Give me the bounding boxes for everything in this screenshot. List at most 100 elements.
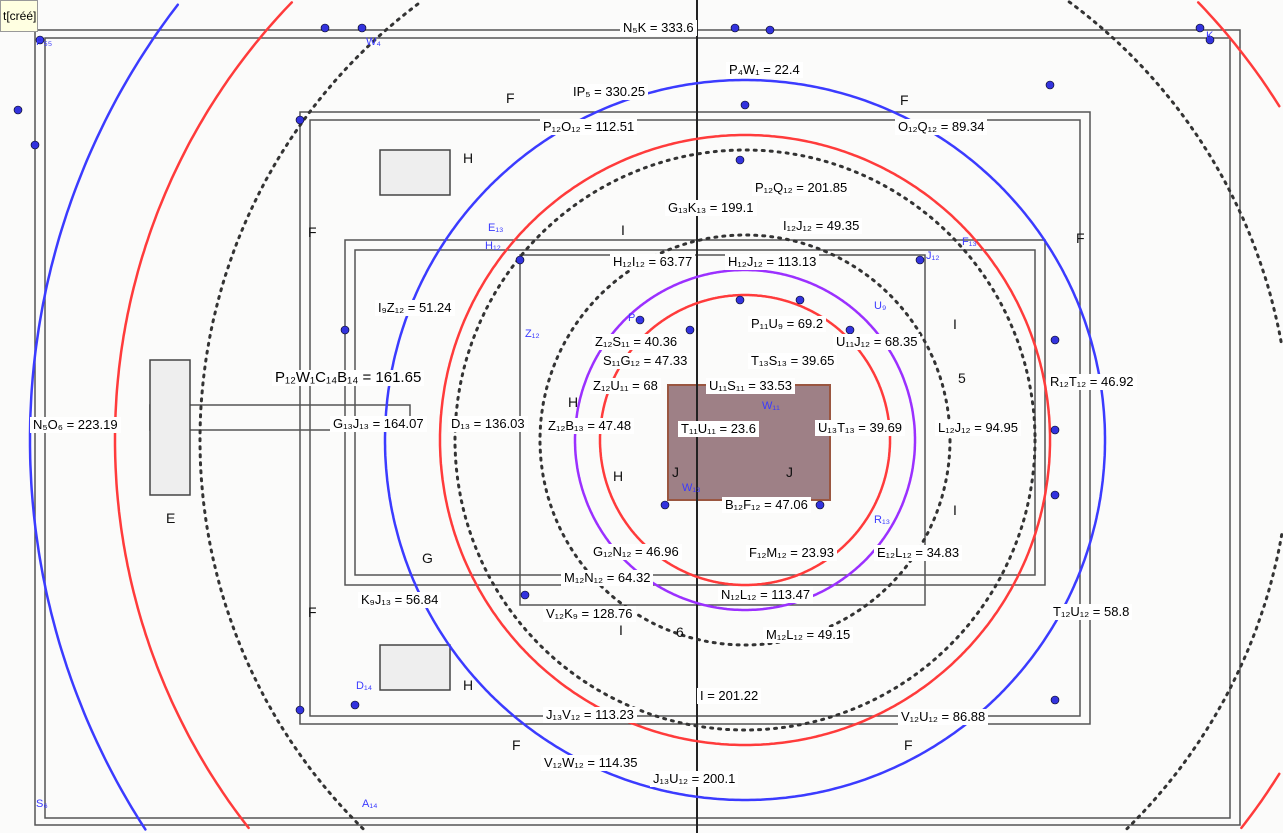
measurement-label[interactable]: V₁₂W₁₂ = 114.35	[541, 755, 641, 771]
measurement-label[interactable]: P₁₂W₁C₁₄B₁₄ = 161.65	[272, 370, 425, 386]
plan-building	[149, 359, 191, 496]
point-label[interactable]: S₆	[36, 798, 48, 810]
plan-building	[379, 149, 451, 196]
point	[685, 325, 695, 335]
measurement-label[interactable]: F₁₂M₁₂ = 23.93	[746, 545, 837, 561]
measurement-label[interactable]: H₁₂J₁₂ = 113.13	[725, 254, 820, 270]
point-label[interactable]: F₁₃	[962, 236, 977, 248]
measurement-label[interactable]: D₁₃ = 136.03	[448, 416, 528, 432]
measurement-label[interactable]: N₅K = 333.6	[620, 20, 697, 36]
measurement-label[interactable]: Z₁₂U₁₁ = 68	[590, 378, 661, 394]
region-label: I	[953, 502, 957, 518]
point	[30, 140, 40, 150]
point-label[interactable]: U₉	[874, 300, 887, 312]
measurement-label[interactable]: Z₁₂S₁₁ = 40.36	[592, 334, 681, 350]
region-label: J	[672, 464, 679, 480]
measurement-label[interactable]: J₁₃V₁₂ = 113.23	[543, 707, 637, 723]
point	[35, 35, 45, 45]
measurement-label[interactable]: B₁₂F₁₂ = 47.06	[722, 497, 811, 513]
point	[340, 325, 350, 335]
region-label: F	[904, 737, 913, 753]
measurement-label[interactable]: E₁₂L₁₂ = 34.83	[874, 545, 963, 561]
point	[320, 23, 330, 33]
construction-circle	[538, 233, 952, 647]
measurement-label[interactable]: IP₅ = 330.25	[570, 84, 649, 100]
measurement-label[interactable]: U₁₁S₁₁ = 33.53	[706, 378, 795, 394]
measurement-label[interactable]: P₁₂Q₁₂ = 201.85	[752, 180, 851, 196]
construction-circle	[1067, 0, 1283, 347]
point-label[interactable]: R₁₃	[874, 514, 891, 526]
measurement-label[interactable]: I₉Z₁₂ = 51.24	[375, 300, 455, 316]
region-label: F	[308, 604, 317, 620]
point	[1195, 23, 1205, 33]
measurement-label[interactable]: H₁₂I₁₂ = 63.77	[610, 254, 696, 270]
measurement-label[interactable]: V₁₂U₁₂ = 86.88	[898, 709, 989, 725]
region-label: H	[613, 468, 624, 484]
measurement-label[interactable]: G₁₃K₁₃ = 199.1	[665, 200, 757, 216]
plan-outline	[344, 239, 1046, 586]
construction-circle	[1240, 772, 1281, 830]
measurement-label[interactable]: U₁₃T₁₃ = 39.69	[815, 420, 906, 436]
measurement-label[interactable]: M₁₂L₁₂ = 49.15	[763, 627, 854, 643]
point	[295, 705, 305, 715]
measurement-label[interactable]: V₁₂K₉ = 128.76	[543, 606, 636, 622]
measurement-label[interactable]: G₁₂N₁₂ = 46.96	[590, 544, 682, 560]
measurement-label[interactable]: S₁₁G₁₂ = 47.33	[600, 353, 691, 369]
point-label[interactable]: E₁₃	[488, 222, 504, 234]
measurement-label[interactable]: P₄W₁ = 22.4	[726, 62, 803, 78]
measurement-label[interactable]: O₁₂Q₁₂ = 89.34	[895, 119, 988, 135]
measurement-label[interactable]: N₁₂L₁₂ = 113.47	[718, 587, 814, 603]
point	[1045, 80, 1055, 90]
point	[735, 155, 745, 165]
plan-building	[379, 644, 451, 691]
measurement-label[interactable]: I = 201.22	[697, 688, 762, 704]
point	[1050, 335, 1060, 345]
measurement-label[interactable]: K₉J₁₃ = 56.84	[358, 592, 442, 608]
measurement-label[interactable]: T₁₂U₁₂ = 58.8	[1050, 604, 1133, 620]
point-label[interactable]: J₁₂	[926, 250, 940, 262]
region-label: J	[786, 464, 793, 480]
measurement-label[interactable]: R₁₂T₁₂ = 46.92	[1047, 374, 1137, 390]
measurement-label[interactable]: G₁₃J₁₃ = 164.07	[330, 416, 427, 432]
measurement-label[interactable]: J₁₃U₁₂ = 200.1	[650, 771, 739, 787]
point	[520, 590, 530, 600]
measurement-label[interactable]: I₁₂J₁₂ = 49.35	[780, 218, 863, 234]
measurement-label[interactable]: U₁₁J₁₂ = 68.35	[833, 334, 921, 350]
point-label[interactable]: H₁₂	[485, 240, 501, 252]
construction-circle	[28, 3, 180, 831]
measurement-label[interactable]: P₁₂O₁₂ = 112.51	[540, 119, 638, 135]
point	[1050, 695, 1060, 705]
point	[735, 295, 745, 305]
measurement-label[interactable]: M₁₂N₁₂ = 64.32	[561, 570, 654, 586]
point	[1050, 490, 1060, 500]
point-label[interactable]: P₅₅	[36, 36, 53, 48]
point-label[interactable]: W₁₁	[762, 400, 780, 412]
point-label[interactable]: Z₁₂	[525, 328, 540, 340]
region-label: H	[463, 150, 474, 166]
point	[845, 325, 855, 335]
point-label[interactable]: W₁₃	[682, 482, 701, 494]
region-label: H	[463, 677, 474, 693]
construction-circle	[1125, 533, 1283, 831]
measurement-label[interactable]: T₁₁U₁₁ = 23.6	[678, 421, 759, 437]
construction-circle	[438, 133, 1052, 747]
point-label[interactable]: A₁₄	[362, 798, 378, 810]
region-label: E	[166, 510, 176, 526]
point-label[interactable]: D₁₄	[356, 680, 373, 692]
measurement-label[interactable]: Z₁₂B₁₃ = 47.48	[545, 418, 635, 434]
point-label[interactable]: P₁₁	[628, 312, 643, 324]
region-label: I	[953, 316, 957, 332]
measurement-label[interactable]: P₁₁U₉ = 69.2	[748, 316, 827, 332]
measurement-label[interactable]: N₅O₆ = 223.19	[30, 417, 121, 433]
measurement-label[interactable]: L₁₂J₁₂ = 94.95	[935, 420, 1021, 436]
point	[765, 25, 775, 35]
construction-circle	[573, 268, 917, 612]
region-label: F	[900, 92, 909, 108]
point-label[interactable]: K	[1206, 30, 1214, 42]
measurement-label[interactable]: T₁₃S₁₃ = 39.65	[748, 353, 838, 369]
point-label[interactable]: W₄	[366, 36, 381, 48]
plan-outline	[34, 29, 1241, 826]
point	[795, 295, 805, 305]
